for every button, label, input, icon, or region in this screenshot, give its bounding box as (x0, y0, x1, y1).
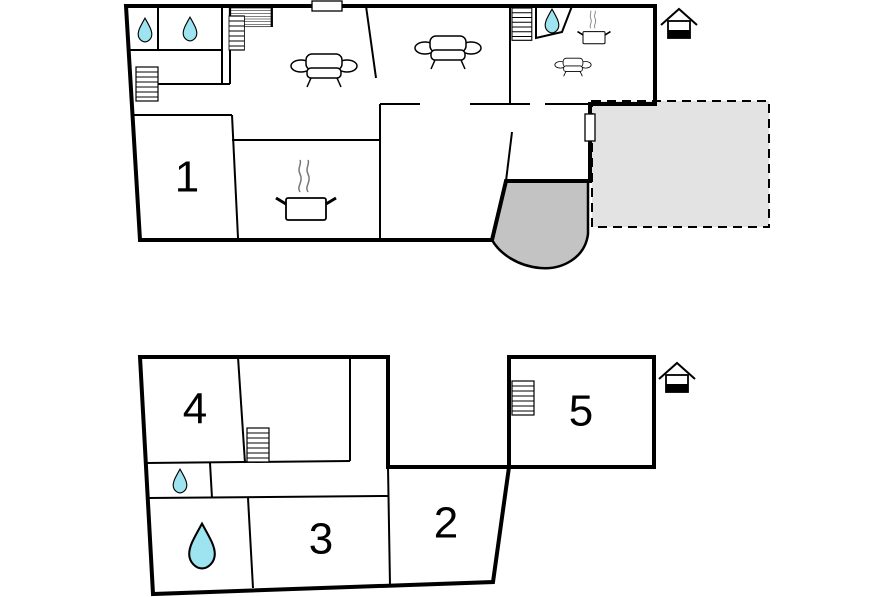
water-drop-icon (182, 16, 198, 42)
stairs-icon (246, 427, 270, 463)
water-drop-icon (172, 468, 188, 494)
outer-wall (507, 355, 656, 469)
sofa-icon (414, 35, 482, 70)
sofa-icon (554, 57, 592, 77)
room-number: 1 (175, 153, 199, 202)
stairs-icon (511, 7, 533, 41)
upper-floor-plan: 1 (123, 0, 770, 270)
terrace (591, 100, 770, 228)
cooking-pot-icon (576, 9, 612, 45)
room-number: 5 (569, 387, 593, 436)
interior-walls (145, 356, 391, 589)
stairs-icon (228, 15, 245, 51)
door-icon (311, 0, 343, 12)
house-entrance-icon (658, 362, 696, 393)
room-number: 3 (309, 515, 333, 564)
room-number: 4 (183, 385, 207, 434)
house-entrance-icon (660, 8, 698, 39)
water-drop-icon (188, 522, 216, 570)
water-drop-icon (544, 8, 560, 34)
stairs-icon (135, 66, 159, 102)
sofa-icon (290, 53, 358, 88)
outer-wall (123, 4, 657, 242)
water-drop-icon (137, 17, 153, 43)
bay-window-area (490, 179, 590, 270)
lower-floor-plan: 4 5 3 2 (137, 355, 696, 597)
stairs-icon (511, 380, 535, 416)
door-icon (584, 113, 596, 142)
cooking-pot-icon (274, 158, 338, 222)
room-number: 2 (434, 499, 458, 548)
